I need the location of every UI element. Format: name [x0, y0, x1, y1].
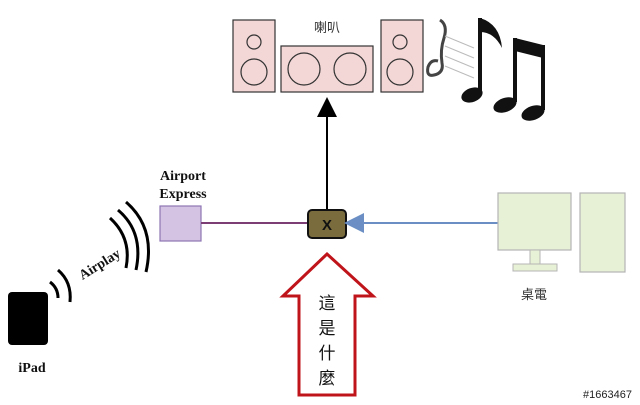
question-char-2: 是	[319, 319, 336, 339]
question-char-4: 麼	[319, 369, 336, 389]
desktop-computer-icon	[497, 192, 626, 273]
desktop-label: 桌電	[521, 288, 547, 303]
question-char-3: 什	[319, 344, 336, 364]
airport-express-label-line1: Airport	[160, 169, 206, 184]
speakers-label: 喇叭	[314, 21, 340, 36]
airport-express-device	[159, 205, 202, 242]
music-notes-icon	[426, 18, 545, 121]
junction-label: X	[322, 217, 332, 234]
ipad-icon	[8, 292, 48, 345]
ipad-label: iPad	[18, 361, 45, 376]
speaker-set-icon	[232, 19, 424, 93]
watermark-text: #1663467	[583, 389, 632, 401]
airport-express-label-line2: Express	[159, 187, 207, 202]
airplay-label: Airplay	[77, 247, 124, 284]
question-char-1: 這	[319, 294, 336, 314]
wifi-waves-icon	[49, 200, 150, 303]
question-arrow	[279, 251, 377, 397]
